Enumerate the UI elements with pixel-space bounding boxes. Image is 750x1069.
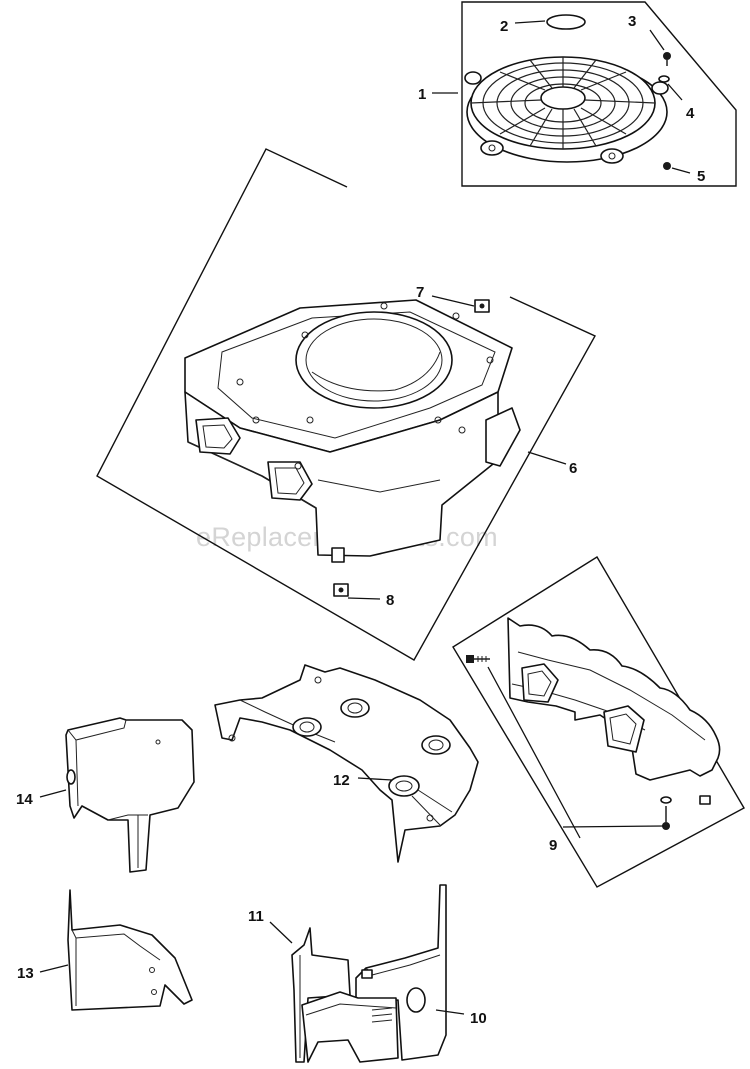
blower-housing-frame — [96, 148, 596, 661]
callout-2: 2 — [500, 18, 508, 35]
callout-11: 11 — [248, 908, 264, 925]
grille-panel — [461, 1, 737, 187]
callout-8: 8 — [386, 592, 394, 609]
detail-frame — [452, 556, 745, 888]
callout-7: 7 — [416, 284, 424, 301]
shroud-plate — [214, 664, 479, 863]
lower-left-baffle — [67, 889, 193, 1011]
callout-14: 14 — [16, 791, 33, 808]
callout-12: 12 — [333, 772, 350, 789]
housing-detail-group — [452, 556, 745, 888]
grille-box-frame — [461, 1, 737, 187]
blower-housing-group — [96, 148, 596, 661]
callout-13: 13 — [17, 965, 34, 982]
leader-lines — [39, 20, 691, 1015]
lower-right-baffles — [291, 884, 447, 1063]
decal — [546, 14, 586, 30]
callout-3: 3 — [628, 13, 636, 30]
nut — [663, 162, 671, 170]
washer — [658, 75, 670, 83]
callout-1: 1 — [418, 86, 426, 103]
callout-5: 5 — [697, 168, 705, 185]
callout-4: 4 — [686, 105, 695, 122]
front-baffle — [65, 717, 195, 873]
callout-labels: 1 2 3 4 5 6 7 8 9 10 11 12 13 14 — [16, 13, 705, 1027]
screw — [663, 52, 671, 60]
callout-6: 6 — [569, 460, 577, 477]
callout-9: 9 — [549, 837, 557, 854]
callout-10: 10 — [470, 1010, 487, 1027]
